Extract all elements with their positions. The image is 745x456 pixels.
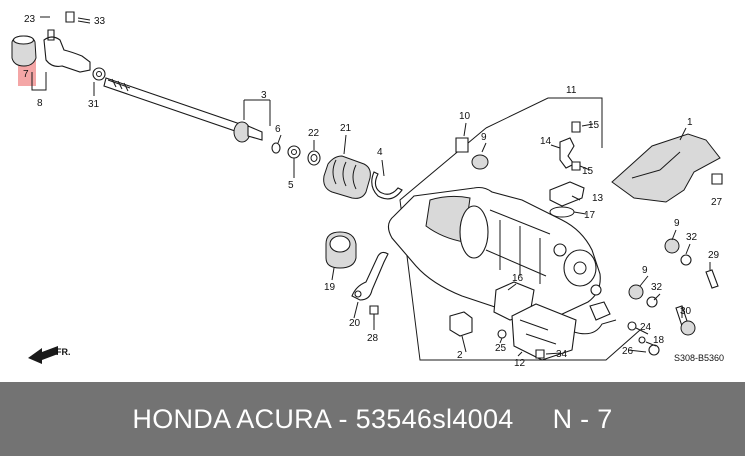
callout: 22 — [308, 128, 320, 139]
callout: 19 — [324, 282, 336, 293]
tie-rod-end — [43, 29, 91, 73]
caption-bar: HONDA ACURA - 53546sl4004 N - 7 — [0, 382, 745, 456]
sleeve — [680, 320, 696, 336]
callout: 15 — [588, 120, 600, 131]
callout: 30 — [680, 306, 692, 317]
cotter-pin — [77, 17, 91, 24]
bolt-29 — [705, 269, 719, 289]
grommet-9b — [664, 238, 680, 254]
valve-body — [549, 181, 585, 207]
collar-10 — [455, 137, 469, 153]
castle-nut — [65, 11, 75, 23]
callout: 21 — [340, 123, 352, 134]
clip-24 — [627, 321, 637, 331]
callout: 20 — [349, 318, 361, 329]
callout: 6 — [275, 124, 281, 135]
o-ring-17 — [549, 206, 575, 218]
callout: 17 — [584, 210, 596, 221]
callout: 24 — [640, 322, 652, 333]
bracket-2 — [449, 311, 473, 337]
heat-shield — [611, 133, 721, 203]
washer-22 — [307, 150, 321, 166]
callout: 31 — [88, 99, 100, 110]
callout: 8 — [37, 98, 43, 109]
callout: 28 — [367, 333, 379, 344]
caption-text: HONDA ACURA - 53546sl4004 N - 7 — [132, 403, 613, 434]
bolt-27 — [711, 173, 723, 185]
bolt-34 — [535, 349, 545, 359]
sensor-14 — [559, 137, 575, 169]
callout: 23 — [24, 14, 36, 25]
front-arrow — [28, 346, 58, 364]
drawing-code: S308-B5360 — [674, 353, 724, 363]
callout: 13 — [592, 193, 604, 204]
callout: 32 — [686, 232, 698, 243]
callout: 9 — [481, 132, 487, 143]
callout: 2 — [457, 350, 463, 361]
callout: 3 — [261, 90, 267, 101]
bolt-15a — [571, 121, 581, 133]
o-ring-26 — [648, 344, 660, 356]
lock-nut — [92, 67, 106, 81]
callout: 27 — [711, 197, 723, 208]
callout: 1 — [687, 117, 693, 128]
callout: 34 — [556, 349, 568, 360]
grommet-9c — [628, 284, 644, 300]
washer-32a — [680, 254, 692, 266]
bolt-28 — [369, 305, 379, 320]
callout: 18 — [653, 335, 665, 346]
callout: 9 — [674, 218, 680, 229]
callout: 10 — [459, 111, 471, 122]
callout: 16 — [512, 273, 524, 284]
callout: 12 — [514, 358, 526, 369]
steering-gearbox — [387, 186, 602, 320]
inner-tie-rod — [103, 77, 271, 143]
mount-bushing — [325, 231, 357, 269]
boot-clamp — [371, 171, 403, 200]
callout: 4 — [377, 147, 383, 158]
washer-6 — [271, 142, 281, 154]
parts-diagram: 1 2 3 4 5 6 7 8 9 9 9 10 11 12 13 14 15 … — [11, 11, 724, 369]
grommet-9a — [471, 154, 489, 170]
tie-rod-end-group — [11, 11, 106, 96]
callout: 9 — [642, 265, 648, 276]
nut-5 — [287, 145, 301, 159]
connector — [589, 301, 611, 321]
callout: 26 — [622, 346, 634, 357]
callout: 14 — [540, 136, 552, 147]
mount-bracket — [351, 251, 389, 301]
direction-label: FR. — [56, 347, 71, 357]
callout: 32 — [651, 282, 663, 293]
bolt-25 — [497, 329, 507, 339]
group-bracket-11 — [399, 97, 641, 361]
callout-labels: 1 2 3 4 5 6 7 8 9 9 9 10 11 12 13 14 15 … — [23, 14, 723, 369]
callout: 25 — [495, 343, 507, 354]
callout: 11 — [566, 85, 577, 96]
callout: 29 — [708, 250, 720, 261]
callout: 33 — [94, 16, 106, 27]
callout: 5 — [288, 180, 294, 191]
pipe — [573, 319, 617, 335]
rack-boot — [323, 155, 371, 199]
callout: 7 — [23, 69, 29, 80]
clip-18 — [638, 336, 646, 344]
bolt-15b — [571, 161, 581, 171]
callout: 15 — [582, 166, 594, 177]
control-unit — [511, 303, 577, 361]
